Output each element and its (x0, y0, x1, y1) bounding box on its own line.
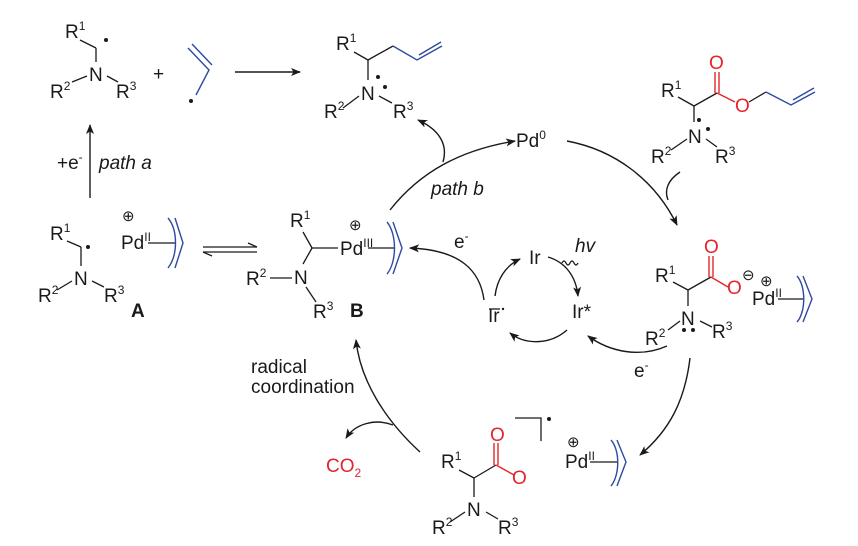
nitrogen-label: N (681, 309, 695, 330)
pd0-label: Pd0 (516, 128, 546, 152)
ir-excited-state: Ir* (572, 302, 592, 323)
co2-label: CO2 (326, 456, 362, 480)
r3-label: R3 (393, 99, 414, 123)
r1-label: R1 (661, 78, 682, 102)
hv-label: hv (575, 236, 597, 257)
carboxyl-radical-complex: R1 O O N R2 R3 ⊕ PdII (432, 417, 627, 539)
product-release-arrow (417, 119, 445, 163)
oxidative-addition-arrow (566, 140, 678, 226)
ir-reduced-state: Ir (488, 306, 500, 327)
nitrogen-label: N (361, 84, 375, 105)
compound-A-label: A (131, 301, 145, 322)
carboxylate-oxygen: O (727, 278, 742, 299)
amino-acid-allyl-ester: R1 O O N R2 R3 (651, 53, 816, 168)
equilibrium-arrow (202, 242, 258, 257)
radical-coordination-label-line2: coordination (251, 377, 355, 398)
r2-label: R2 (246, 266, 267, 290)
carbonyl-oxygen: O (490, 425, 505, 446)
excitation-arrow (547, 256, 582, 297)
carbonyl-oxygen: O (709, 53, 724, 74)
electron-label: e- (634, 358, 649, 382)
compound-B: R1 PdIII ⊕ N R2 R3 B (246, 208, 403, 323)
radical-coordination-arrow (352, 339, 421, 453)
r3-label: R3 (498, 515, 519, 539)
r1-label: R1 (50, 221, 71, 245)
r3-label: R3 (116, 79, 137, 103)
positive-charge: ⊕ (122, 208, 135, 225)
negative-charge: ⊖ (742, 267, 755, 284)
ester-oxygen: O (735, 96, 750, 117)
positive-charge: ⊕ (760, 273, 773, 290)
r1-label: R1 (655, 263, 676, 287)
r2-label: R2 (432, 515, 453, 539)
pd-ii-label: PdII (565, 449, 595, 473)
substrate-entry-arrow (665, 171, 681, 201)
nitrogen-label: N (294, 268, 308, 289)
path-b-label: path b (430, 179, 484, 200)
ir-regeneration-arrow (494, 258, 521, 297)
carboxyl-oxygen: O (512, 468, 527, 489)
r2-label: R2 (50, 79, 71, 103)
nitrogen-label: N (688, 127, 702, 148)
r3-label: R3 (712, 319, 733, 343)
nitrogen-label: N (467, 500, 481, 521)
plus-sign: + (153, 64, 164, 85)
plus-electron-label: +e- (57, 150, 83, 174)
carbonyl-oxygen: O (704, 237, 719, 258)
nitrogen-label: N (89, 65, 103, 86)
product-homoallylic-amine: R1 N R2 R3 (324, 31, 443, 123)
compound-A: R1 N R2 R3 ⊕ PdII A (38, 208, 184, 322)
alpha-amino-radical-top: R1 N R2 R3 (50, 19, 137, 103)
r2-label: R2 (324, 99, 345, 123)
iridium-cycle: Ir hv Ir* Ir (488, 236, 597, 343)
r1-label: R1 (290, 208, 311, 232)
electron-label: e- (454, 229, 469, 253)
pd-ii-label: PdII (121, 230, 151, 254)
electron-transfer-arrow (587, 335, 668, 353)
ir-reduction-arrow (509, 329, 568, 343)
allyl-radical (187, 43, 213, 103)
r3-label: R3 (104, 283, 125, 307)
r1-label: R1 (441, 449, 462, 473)
oxidation-arrow (639, 357, 691, 456)
light-wavy-icon (561, 260, 579, 266)
positive-charge: ⊕ (567, 434, 580, 451)
nitrogen-label: N (74, 269, 88, 290)
radical-coordination-label-line1: radical (251, 357, 307, 378)
r3-label: R3 (313, 299, 334, 323)
r2-label: R2 (651, 144, 672, 168)
carboxylate-pd-complex: R1 O O ⊖ N R2 R3 ⊕ PdII (645, 237, 813, 350)
electron-to-pd-arrow (409, 244, 485, 301)
pd-ii-label: PdII (752, 286, 782, 310)
r1-label: R1 (336, 31, 357, 55)
r2-label: R2 (38, 283, 59, 307)
radical-dot (104, 38, 108, 42)
radical-bracket (515, 417, 542, 441)
decarboxylation-arrow (345, 421, 394, 439)
reductive-elimination-arrow (389, 138, 516, 211)
r3-label: R3 (715, 144, 736, 168)
pd-iii-label: PdIII (340, 236, 373, 260)
ir-ground-state: Ir (529, 248, 541, 269)
r1-label: R1 (65, 19, 86, 43)
positive-charge: ⊕ (349, 217, 362, 234)
r2-label: R2 (645, 326, 666, 350)
compound-B-label: B (350, 301, 364, 322)
path-a-label: path a (98, 153, 152, 174)
